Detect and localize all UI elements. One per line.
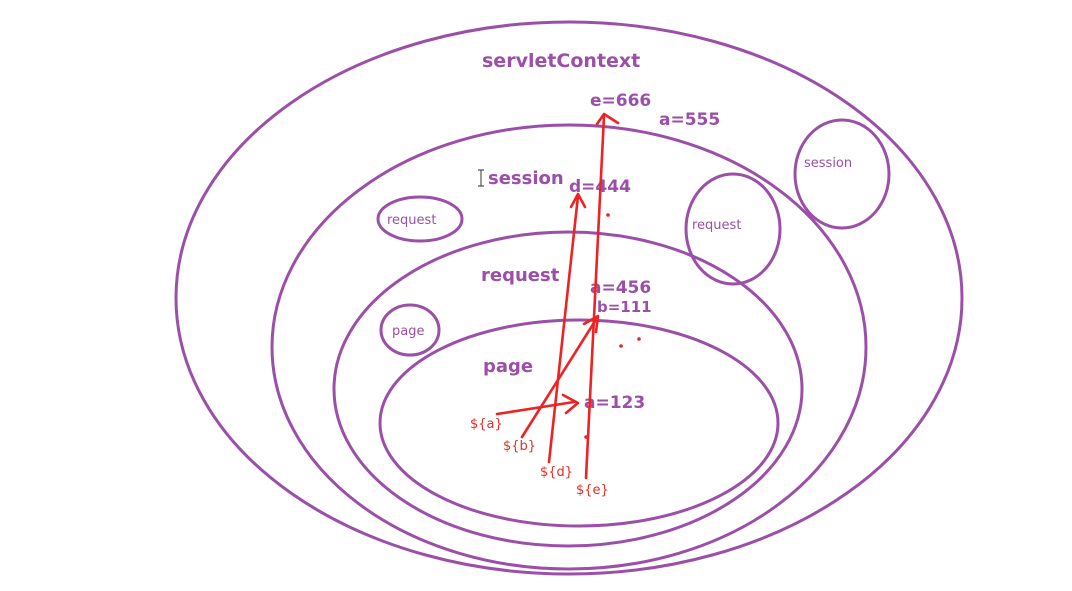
- session-small-label: session: [804, 156, 852, 171]
- servlet-context-label: servletContext: [482, 50, 640, 72]
- request-label: request: [481, 265, 560, 286]
- red-dot: [606, 213, 610, 217]
- a-value-page: a=123: [584, 393, 645, 413]
- text-cursor-icon: [478, 169, 484, 187]
- request-small-left-ellipse: [376, 195, 464, 243]
- lookup-b-arrowhead: [582, 314, 600, 334]
- request-small-right-label: request: [692, 218, 741, 233]
- page-small-ellipse: [379, 303, 441, 357]
- red-dot: [584, 435, 588, 439]
- a-value-context: a=555: [659, 110, 720, 130]
- page-label: page: [483, 356, 533, 377]
- expression-d: ${d}: [540, 465, 573, 480]
- lookup-e-arrow: [584, 114, 606, 480]
- request-small-right-ellipse: [684, 172, 782, 286]
- request-small-left-label: request: [387, 213, 436, 228]
- lookup-d-arrow: [547, 194, 580, 464]
- expression-b: ${b}: [503, 439, 536, 454]
- session-label: session: [488, 168, 564, 189]
- page-small-label: page: [392, 324, 424, 339]
- request-ellipse: [332, 230, 804, 548]
- session-ellipse: [270, 123, 868, 571]
- e-value-context: e=666: [590, 91, 651, 111]
- session-small-ellipse: [793, 118, 891, 230]
- page-ellipse: [378, 318, 780, 528]
- a-value-request: a=456: [590, 278, 651, 298]
- red-dot: [619, 344, 623, 348]
- lookup-a-arrowhead: [561, 393, 580, 415]
- red-dot: [637, 337, 641, 341]
- lookup-d-arrowhead: [569, 192, 587, 209]
- b-value-request: b=111: [597, 298, 652, 316]
- expression-e: ${e}: [576, 483, 609, 498]
- servlet-context-ellipse: [174, 20, 964, 576]
- expression-a: ${a}: [470, 417, 503, 432]
- lookup-a-arrow: [495, 400, 576, 416]
- lookup-e-arrowhead: [595, 112, 620, 126]
